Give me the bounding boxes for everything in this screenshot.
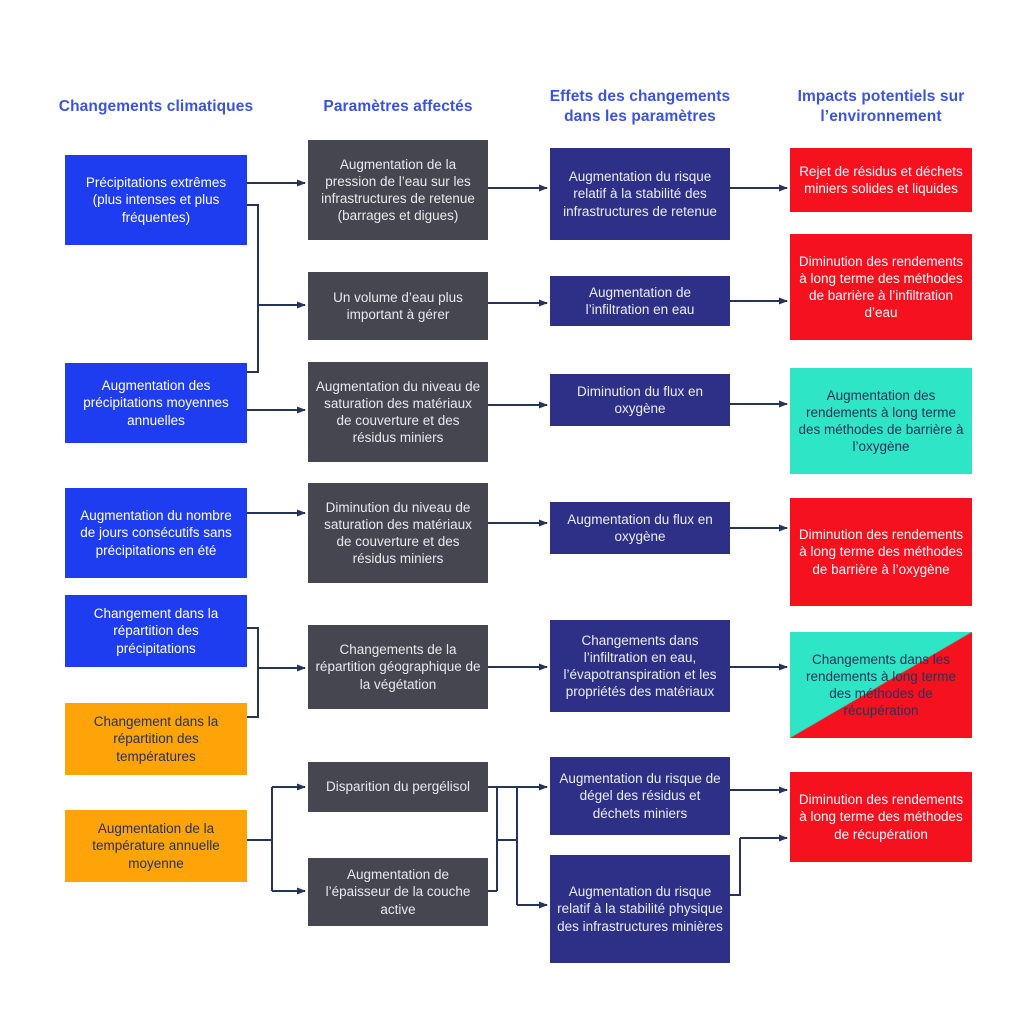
node-volume-eau: Un volume d’eau plus important à gérer bbox=[308, 272, 488, 340]
node-rejet-residus: Rejet de résidus et déchets miniers soli… bbox=[790, 148, 972, 212]
node-risque-stabilite-retenue: Augmentation du risque relatif à la stab… bbox=[550, 148, 730, 240]
node-pression-eau-infrastructures: Augmentation de la pression de l’eau sur… bbox=[308, 140, 488, 240]
node-risque-degel-residus: Augmentation du risque de dégel des rési… bbox=[550, 757, 730, 835]
node-augmentation-precipitations-moyennes: Augmentation des précipitations moyennes… bbox=[65, 363, 247, 443]
node-epaisseur-couche-active: Augmentation de l’épaisseur de la couche… bbox=[308, 858, 488, 926]
column-header-parametres-affectes: Paramètres affectés bbox=[323, 98, 473, 115]
node-repartition-vegetation: Changements de la répartition géographiq… bbox=[308, 625, 488, 709]
node-augmentation-infiltration-eau: Augmentation de l’infiltration en eau bbox=[550, 276, 730, 326]
node-temperature-annuelle-moyenne: Augmentation de la température annuelle … bbox=[65, 810, 247, 882]
node-risque-stabilite-physique: Augmentation du risque relatif à la stab… bbox=[550, 855, 730, 963]
node-repartition-precipitations: Changement dans la répartition des préci… bbox=[65, 595, 247, 667]
node-diminution-rendements-oxygene: Diminution des rendements à long terme d… bbox=[790, 498, 972, 606]
node-changements-infiltration-evapotranspiration: Changements dans l’infiltration en eau, … bbox=[550, 620, 730, 712]
node-jours-sans-precipitations: Augmentation du nombre de jours consécut… bbox=[65, 488, 247, 578]
node-diminution-rendements-infiltration: Diminution des rendements à long terme d… bbox=[790, 234, 972, 340]
node-diminution-flux-oxygene: Diminution du flux en oxygène bbox=[550, 374, 730, 426]
node-changements-rendements-recuperation: Changements dans les rendements à long t… bbox=[790, 632, 972, 738]
node-disparition-pergelisol: Disparition du pergélisol bbox=[308, 762, 488, 812]
node-diminution-saturation: Diminution du niveau de saturation des m… bbox=[308, 483, 488, 583]
column-header-changements-climatiques: Changements climatiques bbox=[58, 98, 254, 115]
column-header-impacts-potentiels: Impacts potentiels sur l’environnement bbox=[797, 88, 965, 126]
node-repartition-temperatures: Changement dans la répartition des tempé… bbox=[65, 703, 247, 775]
node-augmentation-saturation: Augmentation du niveau de saturation des… bbox=[308, 362, 488, 462]
node-augmentation-flux-oxygene: Augmentation du flux en oxygène bbox=[550, 502, 730, 554]
node-precipitations-extremes: Précipitations extrêmes (plus intenses e… bbox=[65, 155, 247, 245]
node-diminution-rendements-recuperation: Diminution des rendements à long terme d… bbox=[790, 772, 972, 862]
node-augmentation-rendements-oxygene: Augmentation des rendements à long terme… bbox=[790, 368, 972, 474]
column-header-effets-changements: Effets des changements dans les paramètr… bbox=[549, 88, 731, 126]
